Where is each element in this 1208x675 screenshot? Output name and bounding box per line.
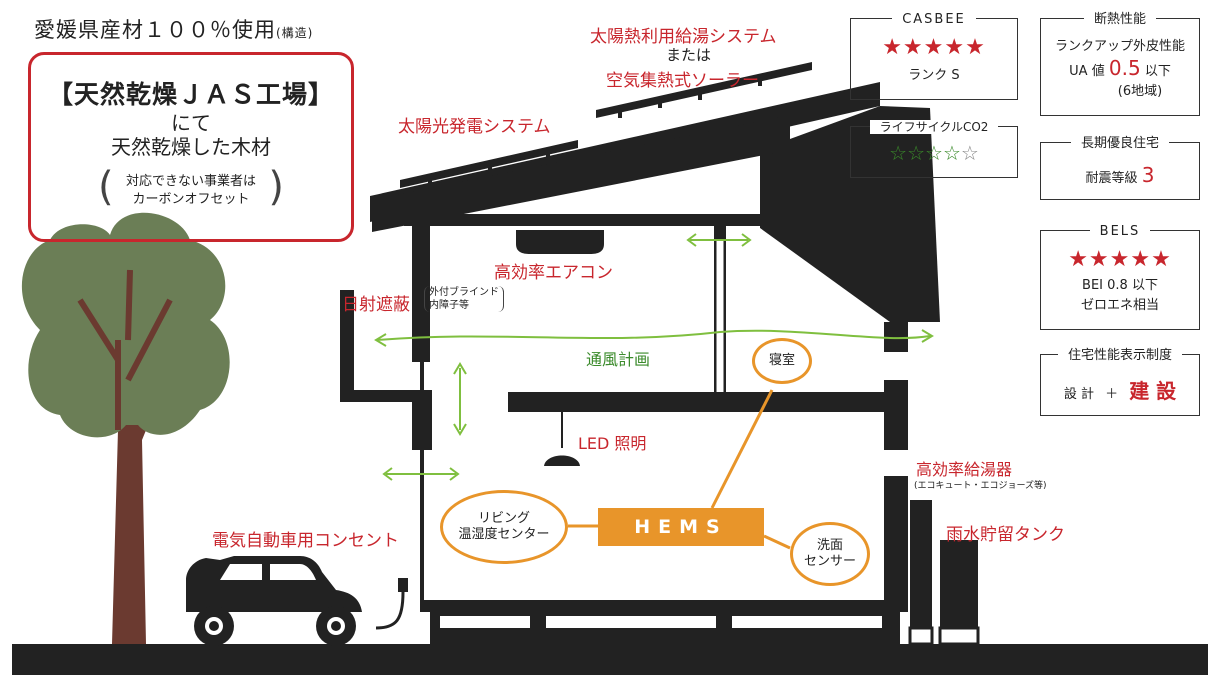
ua-value: 0.5 xyxy=(1108,56,1141,80)
casbee-rank: ランク S xyxy=(908,68,960,83)
lifecycle-title: ライフサイクルCO2 xyxy=(869,120,999,134)
performance-title: 住宅性能表示制度 xyxy=(1057,348,1182,363)
label-ev-outlet: 電気自動車用コンセント xyxy=(212,531,399,551)
label-solar-power: 太陽光発電システム xyxy=(398,117,551,137)
hems-label: HEMS xyxy=(634,516,728,538)
ventilation-arrows xyxy=(374,233,934,481)
label-solar-thermal-or: または xyxy=(666,46,712,64)
living-sensor-line-2: 温湿度センター xyxy=(458,527,550,542)
cert-lifecycle-co2: ライフサイクルCO2 ☆☆☆☆☆ xyxy=(850,120,1018,178)
bedroom-label: 寝室 xyxy=(768,353,795,368)
headline: 愛媛県産材１００％使用(構造) xyxy=(34,14,313,44)
lifecycle-stars-filled: ☆☆☆☆ xyxy=(889,141,961,165)
ev-outlet xyxy=(398,578,408,592)
ua-prefix: UA 値 xyxy=(1069,64,1105,79)
bels-line-1: BEI 0.8 以下 xyxy=(1082,278,1158,293)
ua-suffix: 以下 xyxy=(1144,64,1171,79)
performance-plus: ＋ xyxy=(1105,387,1119,402)
insulation-region: (6地域) xyxy=(1117,84,1163,99)
living-sensor-line-1: リビング xyxy=(477,511,530,526)
label-led: LED 照明 xyxy=(578,434,647,453)
longlife-prefix: 耐震等級 xyxy=(1085,171,1138,186)
cert-insulation: 断熱性能 ランクアップ外皮性能 UA 値 0.5 以下 (6地域) xyxy=(1040,12,1200,116)
bels-line-2: ゼロエネ相当 xyxy=(1080,298,1159,313)
water-heater xyxy=(910,500,932,632)
callout-wash-sensor: 洗面 センサー xyxy=(790,522,870,586)
led-lamp xyxy=(544,455,580,466)
performance-design: 設 計 xyxy=(1063,387,1094,402)
lifecycle-stars-empty: ☆ xyxy=(960,141,979,165)
longlife-title: 長期優良住宅 xyxy=(1070,136,1169,151)
headline-main: 愛媛県産材１００％使用 xyxy=(34,18,276,42)
insulation-line-1: ランクアップ外皮性能 xyxy=(1054,39,1185,54)
shading-note: 外付ブラインド 内障子等 xyxy=(424,286,504,312)
cert-casbee: CASBEE ★★★★★ ランク S xyxy=(850,12,1018,100)
label-air-solar: 空気集熱式ソーラー xyxy=(606,71,759,91)
headline-sub: (構造) xyxy=(276,26,314,40)
jas-line-3: 天然乾燥した木材 xyxy=(111,135,271,159)
label-shading: 日射遮蔽 xyxy=(342,295,410,315)
hems-connections xyxy=(568,389,791,550)
aircon-unit xyxy=(516,230,604,254)
casbee-title: CASBEE xyxy=(892,12,976,27)
roof xyxy=(370,62,940,322)
cert-performance-display: 住宅性能表示制度 設 計 ＋ 建 設 xyxy=(1040,348,1200,416)
label-rain-tank: 雨水貯留タンク xyxy=(946,525,1065,545)
label-water-heater: 高効率給湯器 xyxy=(916,460,1013,479)
shading-note-line-2: 内障子等 xyxy=(429,300,469,311)
wash-sensor-line-2: センサー xyxy=(803,554,856,569)
tree xyxy=(21,212,230,644)
bels-title: BELS xyxy=(1089,224,1151,239)
bels-stars: ★★★★★ xyxy=(1068,247,1172,272)
electric-car xyxy=(186,556,362,646)
label-ventilation: 通風計画 xyxy=(586,350,651,369)
label-solar-thermal: 太陽熱利用給湯システム xyxy=(590,27,777,47)
shading-note-line-1: 外付ブラインド xyxy=(429,287,499,298)
jas-note: 対応できない事業者は カーボンオフセット xyxy=(98,167,284,209)
house-structure xyxy=(340,226,980,646)
jas-title: 【天然乾燥ＪＡＳ工場】 xyxy=(47,80,334,109)
jas-factory-box: 【天然乾燥ＪＡＳ工場】 にて 天然乾燥した木材 対応できない事業者は カーボンオ… xyxy=(28,52,354,242)
performance-build: 建 設 xyxy=(1129,379,1177,403)
insulation-title: 断熱性能 xyxy=(1083,12,1156,27)
cert-bels: BELS ★★★★★ BEI 0.8 以下 ゼロエネ相当 xyxy=(1040,224,1200,330)
longlife-grade: 3 xyxy=(1141,163,1155,187)
callout-bedroom: 寝室 xyxy=(752,338,812,384)
wash-sensor-line-1: 洗面 xyxy=(816,538,843,553)
rain-tank xyxy=(940,540,978,632)
jas-line-2: にて xyxy=(171,111,211,135)
jas-note-line-2: カーボンオフセット xyxy=(132,192,250,207)
water-heater-note: (エコキュート・エコジョーズ等) xyxy=(914,481,1047,491)
lifecycle-stars: ☆☆☆☆☆ xyxy=(851,141,1017,165)
hems-box: HEMS xyxy=(598,508,764,546)
cert-longlife: 長期優良住宅 耐震等級 3 xyxy=(1040,136,1200,200)
callout-living-sensor: リビング 温湿度センター xyxy=(440,490,568,564)
label-aircon: 高効率エアコン xyxy=(494,263,613,283)
casbee-stars: ★★★★★ xyxy=(882,35,986,60)
jas-note-line-1: 対応できない事業者は xyxy=(125,174,256,189)
ground xyxy=(12,644,1208,675)
